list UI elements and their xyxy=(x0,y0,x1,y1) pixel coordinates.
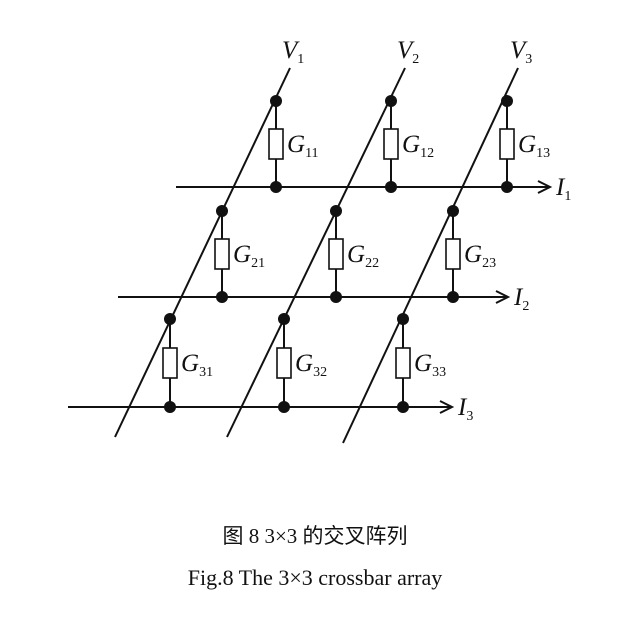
junction-node xyxy=(385,181,397,193)
conductance-label-g33: G33 xyxy=(414,350,446,380)
row-label-i2: I2 xyxy=(513,284,529,314)
conductance-label-g32: G32 xyxy=(295,350,327,380)
resistor-g13 xyxy=(499,128,515,160)
junction-node xyxy=(164,401,176,413)
resistor-g32 xyxy=(276,347,292,379)
junction-node xyxy=(278,401,290,413)
conductance-label-g11: G11 xyxy=(287,131,319,161)
junction-node xyxy=(270,181,282,193)
caption-chinese: 图 8 3×3 的交叉阵列 xyxy=(222,524,408,548)
column-line-v2 xyxy=(226,67,406,438)
junction-node xyxy=(501,181,513,193)
conductance-label-g23: G23 xyxy=(464,241,496,271)
junction-node xyxy=(330,291,342,303)
resistor-g11 xyxy=(268,128,284,160)
junction-node xyxy=(501,95,513,107)
row-label-i3: I3 xyxy=(457,394,473,424)
conductance-label-g31: G31 xyxy=(181,350,213,380)
resistor-g21 xyxy=(214,238,230,270)
junction-node xyxy=(278,313,290,325)
junction-node xyxy=(330,205,342,217)
junction-node xyxy=(447,205,459,217)
row-label-i1: I1 xyxy=(555,174,571,204)
junction-node xyxy=(447,291,459,303)
resistor-g33 xyxy=(395,347,411,379)
resistor-g22 xyxy=(328,238,344,270)
junction-node xyxy=(397,401,409,413)
conductance-label-g12: G12 xyxy=(402,131,434,161)
resistor-g23 xyxy=(445,238,461,270)
junction-node xyxy=(216,205,228,217)
resistor-g12 xyxy=(383,128,399,160)
column-line-v1 xyxy=(114,67,291,438)
conductance-label-g13: G13 xyxy=(518,131,550,161)
resistor-g31 xyxy=(162,347,178,379)
junction-node xyxy=(385,95,397,107)
arrow-icon xyxy=(537,180,553,194)
arrow-icon xyxy=(495,290,511,304)
column-label-v1: V1 xyxy=(282,37,304,67)
junction-node xyxy=(164,313,176,325)
junction-node xyxy=(216,291,228,303)
column-label-v3: V3 xyxy=(510,37,532,67)
conductance-label-g22: G22 xyxy=(347,241,379,271)
caption-english: Fig.8 The 3×3 crossbar array xyxy=(187,565,443,590)
arrow-icon xyxy=(439,400,455,414)
column-line-v3 xyxy=(342,67,519,444)
conductance-label-g21: G21 xyxy=(233,241,265,271)
column-label-v2: V2 xyxy=(397,37,419,67)
junction-node xyxy=(397,313,409,325)
junction-node xyxy=(270,95,282,107)
